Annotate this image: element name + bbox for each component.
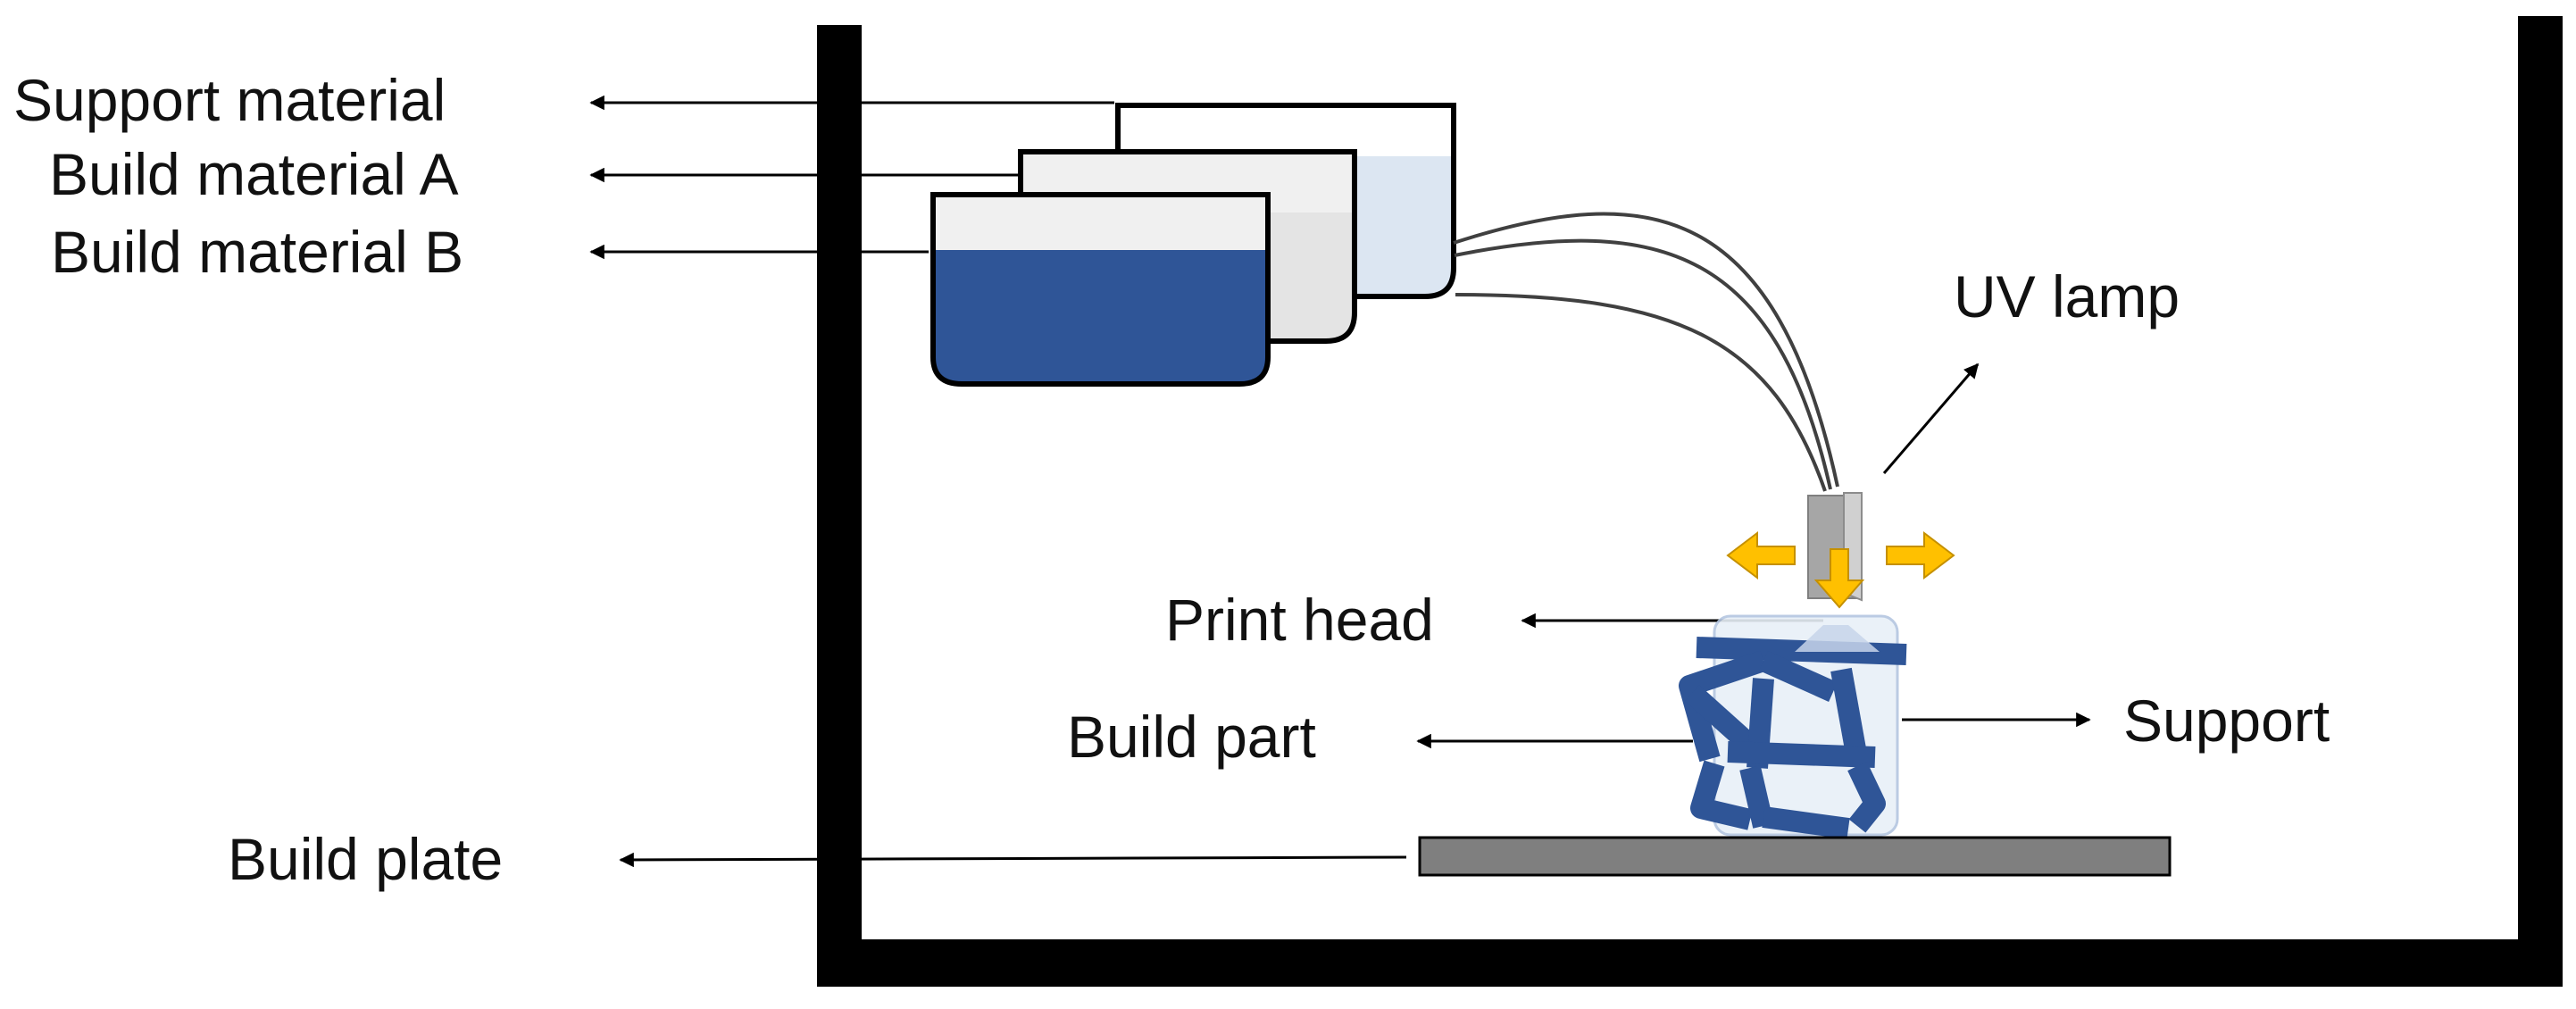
feed-tubes bbox=[1453, 212, 1839, 492]
motion-arrows bbox=[1726, 530, 1955, 609]
build-material-b-tank bbox=[930, 192, 1271, 387]
label-build-material-a: Build material A bbox=[49, 141, 459, 207]
label-print-head: Print head bbox=[1165, 587, 1434, 653]
move-down-arrow bbox=[1813, 548, 1865, 609]
uv-cure-beam bbox=[1795, 625, 1880, 652]
label-support: Support bbox=[2123, 688, 2330, 754]
build-part bbox=[1679, 637, 1907, 839]
uv-lamp-arrow bbox=[1882, 363, 1980, 474]
move-left-arrow bbox=[1726, 530, 1796, 580]
label-uv-lamp: UV lamp bbox=[1954, 263, 2180, 329]
move-right-arrow bbox=[1886, 530, 1955, 580]
label-build-material-b: Build material B bbox=[51, 219, 463, 285]
label-build-plate: Build plate bbox=[228, 826, 503, 892]
label-support-material: Support material bbox=[13, 67, 446, 133]
label-build-part: Build part bbox=[1067, 704, 1316, 770]
build-plate bbox=[1418, 836, 2172, 877]
build-plate-arrow bbox=[619, 852, 1407, 868]
